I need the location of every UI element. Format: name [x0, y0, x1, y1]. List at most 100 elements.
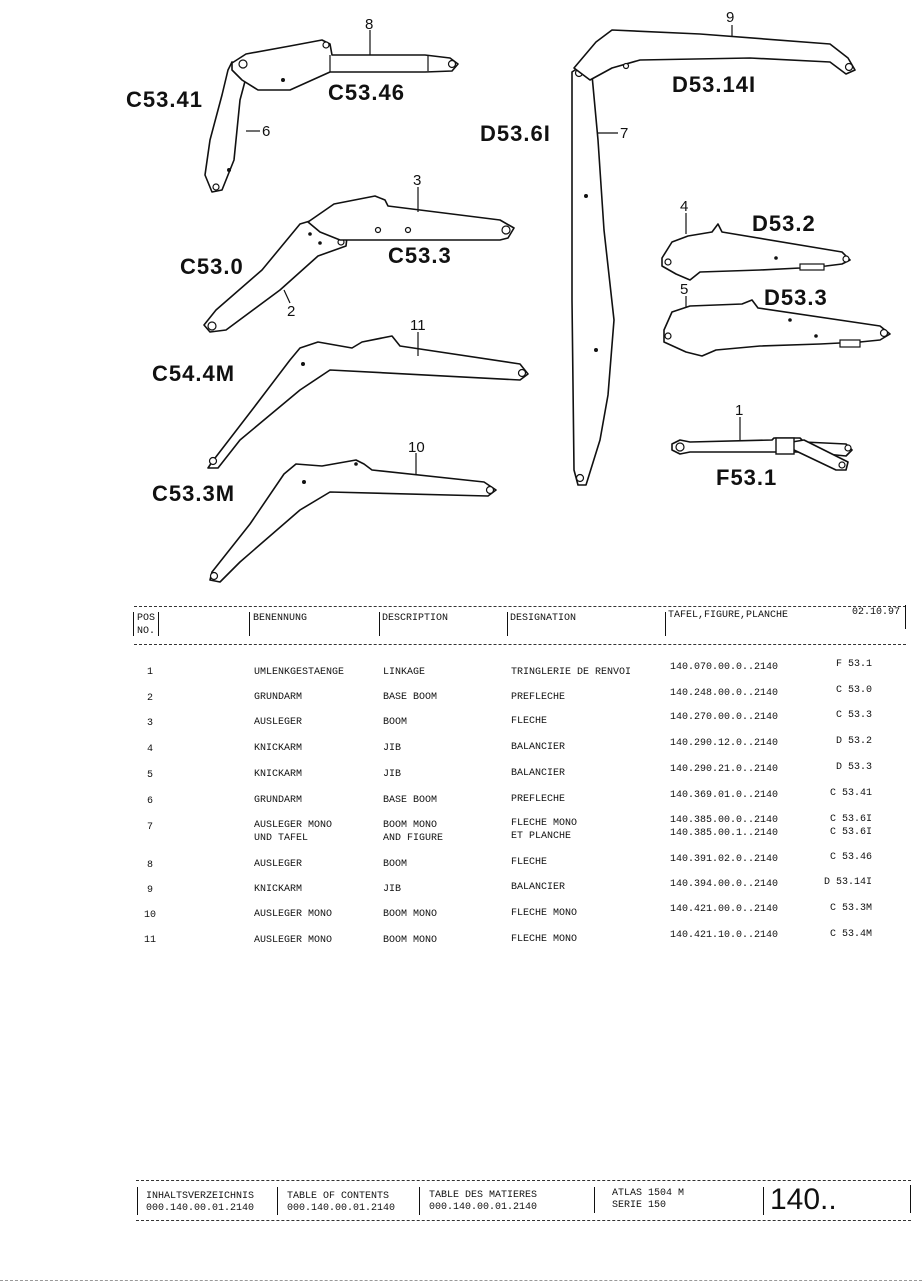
row-planche: C 53.3M	[829, 903, 872, 914]
footer-matieres-label: TABLE DES MATIERES	[429, 1190, 538, 1201]
footer-bottom-rule	[136, 1220, 911, 1221]
row-designation: FLECHE	[511, 716, 548, 727]
header-benennung: BENENNUNG	[253, 613, 308, 624]
row-benennung: AUSLEGER MONO	[254, 909, 333, 920]
figure-code-c5346: C53.46	[328, 80, 405, 105]
row-designation: FLECHE	[511, 857, 548, 868]
footer-model: ATLAS 1504 M	[612, 1188, 685, 1199]
row-description: BOOM	[383, 859, 408, 870]
footer-toc-code: 000.140.00.01.2140	[287, 1203, 396, 1214]
header-date: 02.10.97	[852, 607, 901, 618]
part-3-boom-c533	[307, 195, 515, 241]
row-pos: 4	[146, 744, 153, 755]
figure-code-c533: C53.3	[388, 243, 452, 268]
row-planche-2: C 53.6I	[829, 827, 872, 838]
row-pos: 11	[143, 935, 156, 946]
row-planche: C 53.6I	[829, 814, 872, 825]
figure-code-c5341: C53.41	[126, 87, 203, 112]
footer-divider	[763, 1187, 764, 1215]
callout-10: 10	[408, 439, 425, 456]
footer-divider	[277, 1187, 278, 1215]
part-9-jib-d53141	[573, 29, 856, 81]
footer-matieres-code: 000.140.00.01.2140	[429, 1202, 538, 1213]
row-description: BASE BOOM	[383, 692, 438, 703]
row-tafel: 140.290.12.0..2140	[670, 738, 779, 749]
callout-1: 1	[735, 402, 743, 419]
header-divider	[158, 612, 159, 636]
row-description-2: AND FIGURE	[383, 833, 444, 844]
header-description: DESCRIPTION	[382, 613, 449, 624]
callout-3: 3	[413, 172, 421, 189]
row-pos: 2	[146, 693, 153, 704]
row-benennung-2: UND TAFEL	[254, 833, 309, 844]
footer-divider	[137, 1187, 138, 1215]
callout-2: 2	[287, 303, 295, 320]
row-designation: FLECHE MONO	[511, 908, 578, 919]
row-benennung: GRUNDARM	[254, 795, 303, 806]
parts-illustration: 8 9 6 7 3 2 4 5 11 10 1 C53.41 C53.46 D5…	[126, 9, 891, 583]
row-tafel: 140.391.02.0..2140	[670, 854, 779, 865]
row-benennung: AUSLEGER	[254, 859, 303, 870]
row-planche: D 53.2	[835, 736, 872, 747]
footer-divider	[419, 1187, 420, 1215]
part-8-boom-c5346	[231, 39, 459, 91]
row-designation: PREFLECHE	[511, 794, 566, 805]
row-description: BOOM MONO	[383, 909, 438, 920]
part-1-linkage-f531	[671, 437, 853, 471]
figure-code-d532: D53.2	[752, 211, 816, 236]
header-tafel: TAFEL,FIGURE,PLANCHE	[668, 610, 789, 621]
header-divider	[249, 612, 250, 636]
figure-code-d5361: D53.6I	[480, 121, 551, 146]
figure-code-f531: F53.1	[716, 465, 777, 490]
part-11-monoboom-c544m	[207, 335, 529, 469]
row-planche: D 53.3	[835, 762, 872, 773]
row-pos: 6	[146, 796, 153, 807]
figure-code-c544m: C54.4M	[152, 361, 235, 386]
row-designation: FLECHE MONO	[511, 818, 578, 829]
header-divider	[133, 612, 134, 636]
callout-11: 11	[410, 317, 426, 334]
row-description: BOOM MONO	[383, 935, 438, 946]
row-benennung: GRUNDARM	[254, 692, 303, 703]
row-planche: C 53.4M	[829, 929, 872, 940]
row-tafel: 140.421.10.0..2140	[670, 930, 779, 941]
row-planche: D 53.14I	[823, 877, 872, 888]
footer-inhalt-label: INHALTSVERZEICHNIS	[146, 1191, 255, 1202]
row-tafel: 140.290.21.0..2140	[670, 764, 779, 775]
callout-8: 8	[365, 16, 373, 33]
figure-code-c533m: C53.3M	[152, 481, 235, 506]
figure-code-c530: C53.0	[180, 254, 244, 279]
footer-inhalt-code: 000.140.00.01.2140	[146, 1203, 255, 1214]
row-designation: BALANCIER	[511, 882, 566, 893]
row-description: BOOM	[383, 717, 408, 728]
header-no: NO.	[137, 626, 156, 637]
header-pos: POS	[137, 613, 156, 624]
row-benennung: KNICKARM	[254, 769, 303, 780]
header-divider	[507, 612, 508, 636]
row-benennung: KNICKARM	[254, 743, 303, 754]
header-divider	[905, 605, 906, 629]
part-4-jib-d532	[661, 223, 851, 281]
row-pos: 1	[146, 667, 153, 678]
part-5-jib-d533	[663, 299, 891, 357]
row-tafel: 140.421.00.0..2140	[670, 904, 779, 915]
row-pos: 5	[146, 770, 153, 781]
callout-5: 5	[680, 281, 688, 298]
row-benennung: AUSLEGER MONO	[254, 935, 333, 946]
row-designation: TRINGLERIE DE RENVOI	[511, 667, 632, 678]
row-planche: C 53.41	[829, 788, 872, 799]
page-bottom-rule	[0, 1280, 922, 1281]
callout-7: 7	[620, 125, 628, 142]
row-tafel: 140.394.00.0..2140	[670, 879, 779, 890]
row-benennung: UMLENKGESTAENGE	[254, 667, 345, 678]
table-top-rule	[134, 606, 906, 607]
footer-serie: SERIE 150	[612, 1200, 667, 1211]
header-divider	[379, 612, 380, 636]
row-description: JIB	[383, 884, 402, 895]
header-divider	[665, 612, 666, 636]
figure-code-d53141: D53.14I	[672, 72, 756, 97]
callout-4: 4	[680, 198, 688, 215]
row-tafel-2: 140.385.00.1..2140	[670, 828, 779, 839]
row-planche: C 53.3	[835, 710, 872, 721]
header-bottom-rule	[134, 644, 906, 645]
